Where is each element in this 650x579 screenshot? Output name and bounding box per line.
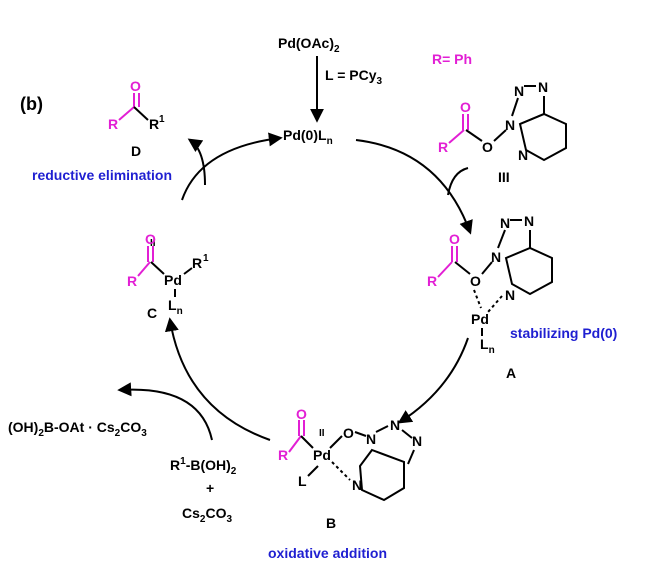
svg-text:O: O bbox=[460, 99, 471, 115]
base-label: Cs2CO3 bbox=[182, 505, 232, 525]
cycle-arrow-bottom-left bbox=[164, 317, 271, 441]
cycle-arrow-top-right bbox=[355, 139, 473, 235]
svg-text:R: R bbox=[278, 447, 288, 463]
cycle-arrow-top-left bbox=[181, 132, 283, 201]
svg-text:N: N bbox=[524, 213, 534, 229]
svg-text:R: R bbox=[438, 139, 448, 155]
svg-text:R: R bbox=[149, 116, 159, 132]
svg-text:N: N bbox=[412, 433, 422, 449]
svg-text:Pd: Pd bbox=[471, 311, 489, 327]
compound-A-structure: R O O N N N N Pd Ln bbox=[427, 213, 553, 356]
svg-text:N: N bbox=[390, 417, 400, 433]
svg-text:N: N bbox=[505, 287, 515, 303]
byproduct-label: (OH)2B-OAt · Cs2CO3 bbox=[8, 419, 147, 439]
svg-text:Ln: Ln bbox=[168, 297, 183, 317]
catalyst-precursor: Pd(OAc)2 bbox=[278, 35, 340, 55]
byproduct-exit-arrow bbox=[117, 382, 213, 441]
svg-text:Pd: Pd bbox=[313, 447, 331, 463]
svg-text:1: 1 bbox=[159, 114, 165, 125]
substrate-entry-arrow bbox=[447, 167, 469, 196]
compound-A-label: A bbox=[506, 365, 516, 381]
svg-text:1: 1 bbox=[203, 253, 209, 264]
compound-B-structure: R O II Pd O N N N N L bbox=[278, 406, 422, 502]
compound-III-structure: R O O N N N N bbox=[438, 79, 567, 163]
oxidative-addition-label: oxidative addition bbox=[268, 545, 387, 561]
svg-text:R: R bbox=[427, 273, 437, 289]
svg-text:Pd: Pd bbox=[164, 272, 182, 288]
svg-text:O: O bbox=[296, 406, 307, 422]
svg-text:N: N bbox=[514, 83, 524, 99]
svg-text:N: N bbox=[366, 431, 376, 447]
compound-C-structure: II R O Pd R 1 Ln bbox=[127, 231, 209, 317]
svg-text:O: O bbox=[482, 139, 493, 155]
compound-D-label: D bbox=[131, 143, 141, 159]
product-exit-arrow bbox=[187, 138, 206, 186]
stabilizing-label: stabilizing Pd(0) bbox=[510, 325, 617, 341]
svg-text:N: N bbox=[505, 117, 515, 133]
plus-sign: + bbox=[206, 480, 214, 496]
svg-text:R: R bbox=[108, 116, 118, 132]
svg-text:N: N bbox=[538, 79, 548, 95]
reductive-elimination-label: reductive elimination bbox=[32, 167, 172, 183]
svg-text:L: L bbox=[298, 473, 307, 489]
compound-D-structure: R O R 1 bbox=[108, 78, 165, 132]
svg-text:O: O bbox=[449, 231, 460, 247]
compound-III-label: III bbox=[498, 169, 510, 185]
svg-text:II: II bbox=[319, 428, 325, 439]
svg-text:O: O bbox=[470, 273, 481, 289]
svg-text:N: N bbox=[500, 215, 510, 231]
svg-text:O: O bbox=[343, 425, 354, 441]
svg-text:Ln: Ln bbox=[480, 336, 495, 356]
svg-text:O: O bbox=[130, 78, 141, 94]
panel-label: (b) bbox=[20, 94, 43, 114]
svg-text:R: R bbox=[192, 255, 202, 271]
r-definition: R= Ph bbox=[432, 51, 472, 67]
cycle-arrow-right bbox=[397, 337, 469, 424]
boronic-acid-label: R1-B(OH)2 bbox=[170, 456, 237, 477]
svg-text:N: N bbox=[518, 147, 528, 163]
svg-text:II: II bbox=[150, 238, 156, 249]
pd0-species: Pd(0)Ln bbox=[283, 127, 333, 147]
ligand-label: L = PCy3 bbox=[325, 67, 383, 87]
svg-text:N: N bbox=[352, 477, 362, 493]
compound-C-label: C bbox=[147, 305, 157, 321]
svg-text:O: O bbox=[145, 231, 156, 247]
svg-text:N: N bbox=[491, 249, 501, 265]
compound-B-label: B bbox=[326, 515, 336, 531]
svg-text:R: R bbox=[127, 273, 137, 289]
